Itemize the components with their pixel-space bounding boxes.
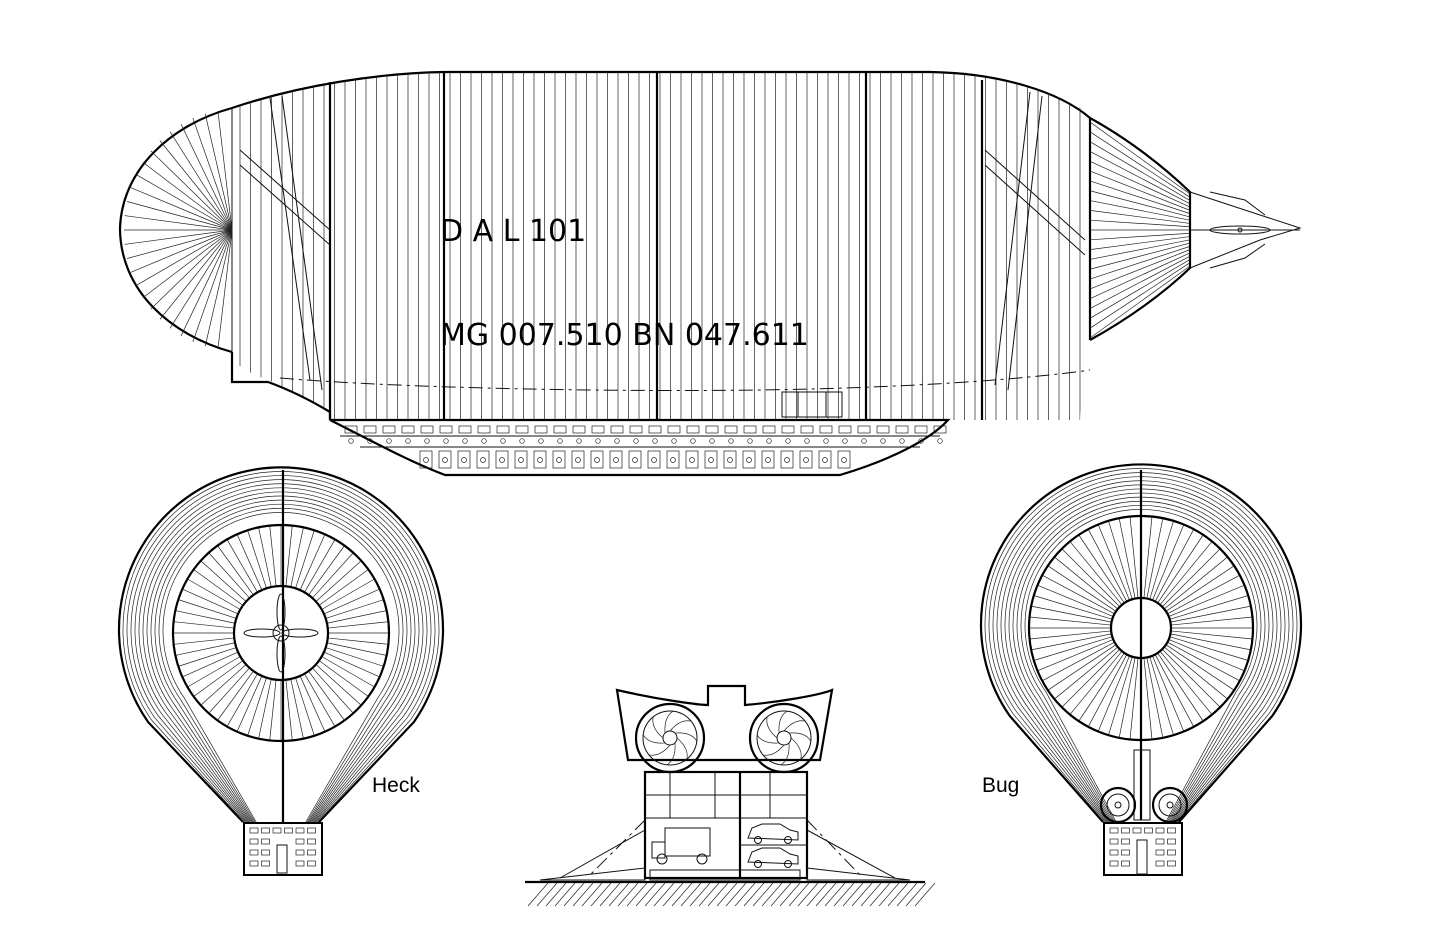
hull-panel-lines bbox=[239, 72, 1081, 420]
bow-probe bbox=[1189, 191, 1302, 269]
diagonal-bracing bbox=[239, 91, 1086, 391]
nose-cone bbox=[1089, 117, 1192, 341]
stern-base-building bbox=[243, 822, 323, 876]
airship-name: D A L 101 bbox=[440, 214, 586, 249]
airship-registration: MG 007.510 BN 047.611 bbox=[440, 318, 809, 353]
bow-spokes bbox=[1029, 516, 1253, 740]
deck-windows bbox=[344, 425, 947, 469]
stern-spokes bbox=[173, 525, 389, 741]
hull-outline bbox=[230, 70, 1092, 420]
gondola-cross-section bbox=[525, 684, 936, 907]
side-view: D A L 101 MG 007.510 BN 047.611 bbox=[118, 70, 1302, 477]
center-line bbox=[279, 369, 1091, 391]
stern-view: Heck bbox=[117, 466, 445, 876]
stern-propeller-icon bbox=[243, 593, 319, 673]
stern-hull-rings bbox=[117, 466, 445, 823]
bow-view: Bug bbox=[979, 463, 1303, 876]
cargo-deck bbox=[329, 418, 951, 477]
gondola-fan-left-icon bbox=[634, 702, 706, 774]
gondola-fan-right-icon bbox=[748, 702, 820, 774]
truck-icon bbox=[651, 827, 711, 865]
bow-fan-left-icon bbox=[1099, 786, 1137, 824]
stern-view-label: Heck bbox=[372, 774, 420, 797]
bow-base-building bbox=[1103, 822, 1183, 876]
car-icon bbox=[747, 823, 799, 844]
hull-frames bbox=[328, 72, 984, 420]
stern-dome bbox=[118, 106, 233, 354]
bow-hull-rings bbox=[979, 463, 1303, 823]
ground-hatching bbox=[527, 882, 936, 907]
control-car bbox=[781, 391, 843, 418]
bow-view-label: Bug bbox=[982, 774, 1019, 797]
car-icon bbox=[747, 847, 799, 868]
